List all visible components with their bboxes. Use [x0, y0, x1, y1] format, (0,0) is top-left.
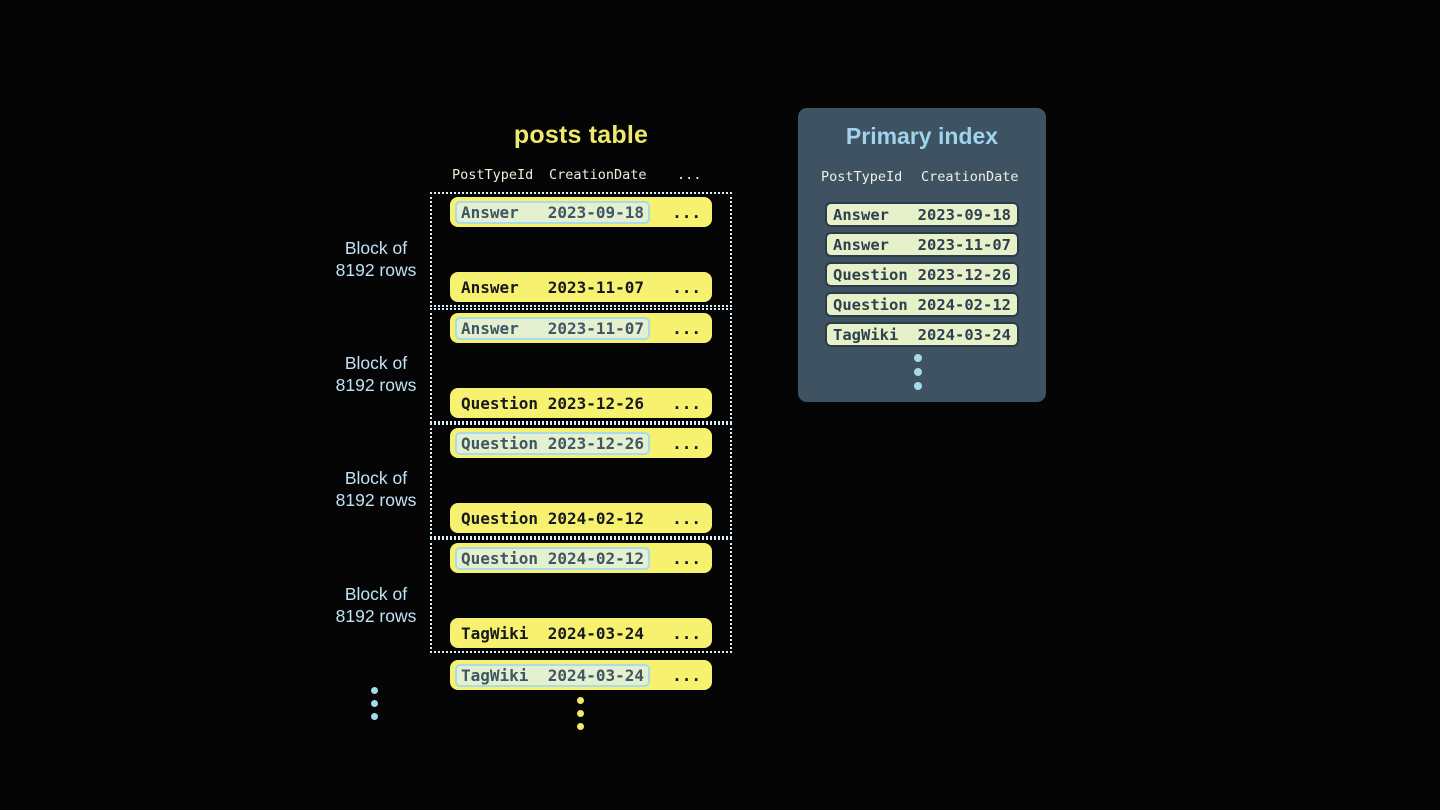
index-row: Answer 2023-11-07: [825, 232, 1019, 257]
table-row: Question 2023-12-26 ...: [450, 428, 712, 458]
cell-creationdate: 2023-11-07: [547, 318, 645, 338]
column-header-creationdate: CreationDate: [549, 167, 647, 183]
index-row: Answer 2023-09-18: [825, 202, 1019, 227]
table-row: TagWiki 2024-03-24 ...: [450, 618, 712, 648]
cell-posttypeid: Question: [461, 548, 539, 568]
row-cells: Question 2023-12-26: [455, 392, 650, 415]
cell-creationdate: 2024-02-12: [547, 508, 645, 528]
posts-table-title: posts table: [513, 121, 649, 149]
posts-table-column-headers: PostTypeId CreationDate ...: [430, 167, 732, 185]
column-header-creationdate: CreationDate: [921, 169, 1019, 185]
table-row: Question 2023-12-26 ...: [450, 388, 712, 418]
block-size-label: Block of 8192 rows: [335, 353, 417, 395]
row-cells: Question 2024-02-12: [455, 507, 650, 530]
cell-ellipsis: ...: [672, 318, 701, 338]
cell-ellipsis: ...: [672, 202, 701, 222]
cell-posttypeid: Question: [833, 265, 908, 284]
vertical-ellipsis-icon: [578, 580, 585, 613]
cell-posttypeid: Answer: [461, 318, 519, 338]
vertical-ellipsis-icon: [914, 354, 922, 390]
block-size-label: Block of 8192 rows: [335, 238, 417, 280]
cell-creationdate: 2023-12-26: [917, 265, 1011, 284]
cell-posttypeid: TagWiki: [461, 623, 529, 643]
primary-index-column-headers: PostTypeId CreationDate: [798, 169, 1046, 187]
cell-posttypeid: Answer: [461, 202, 519, 222]
cell-posttypeid: Answer: [833, 205, 889, 224]
indexed-cells: Answer 2023-09-18: [455, 200, 651, 224]
cell-creationdate: 2024-03-24: [547, 665, 645, 685]
cell-posttypeid: Question: [461, 433, 539, 453]
cell-creationdate: 2023-09-18: [917, 205, 1011, 224]
column-header-posttypeid: PostTypeId: [452, 167, 534, 183]
index-row: Question 2023-12-26: [825, 262, 1019, 287]
cell-posttypeid: Question: [833, 295, 908, 314]
block-size-label: Block of 8192 rows: [335, 584, 417, 626]
row-block-1: Answer 2023-09-18 ... Answer 2023-11-07 ..…: [430, 192, 732, 307]
vertical-ellipsis-icon: [578, 234, 585, 267]
table-row: TagWiki 2024-03-24 ...: [450, 660, 712, 690]
column-header-posttypeid: PostTypeId: [821, 169, 903, 185]
row-block-4: Question 2024-02-12 ... TagWiki 2024-03-24…: [430, 538, 732, 653]
cell-ellipsis: ...: [672, 393, 701, 413]
table-row: Answer 2023-11-07 ...: [450, 313, 712, 343]
vertical-ellipsis-icon: [577, 697, 584, 730]
row-block-2: Answer 2023-11-07 ... Question 2023-12-26 …: [430, 308, 732, 423]
vertical-ellipsis-icon: [371, 687, 378, 720]
index-row: TagWiki 2024-03-24: [825, 322, 1019, 347]
row-cells: Answer 2023-11-07: [455, 276, 650, 299]
cell-posttypeid: Answer: [833, 235, 889, 254]
cell-ellipsis: ...: [672, 508, 701, 528]
vertical-ellipsis-icon: [578, 350, 585, 383]
cell-creationdate: 2024-03-24: [917, 325, 1011, 344]
cell-creationdate: 2024-03-24: [547, 623, 645, 643]
primary-index-panel: Primary index PostTypeId CreationDate An…: [798, 108, 1046, 402]
primary-index-title: Primary index: [845, 123, 999, 149]
cell-ellipsis: ...: [672, 548, 701, 568]
cell-creationdate: 2024-02-12: [547, 548, 645, 568]
cell-posttypeid: Question: [461, 508, 539, 528]
cell-ellipsis: ...: [672, 665, 701, 685]
table-row: Question 2024-02-12 ...: [450, 543, 712, 573]
row-block-3: Question 2023-12-26 ... Question 2024-02-1…: [430, 423, 732, 538]
cell-ellipsis: ...: [672, 277, 701, 297]
table-row: Answer 2023-11-07 ...: [450, 272, 712, 302]
cell-creationdate: 2023-11-07: [917, 235, 1011, 254]
cell-creationdate: 2023-09-18: [547, 202, 645, 222]
index-row: Question 2024-02-12: [825, 292, 1019, 317]
table-row: Question 2024-02-12 ...: [450, 503, 712, 533]
cell-posttypeid: Answer: [461, 277, 519, 297]
indexed-cells: Answer 2023-11-07: [455, 316, 651, 340]
column-header-ellipsis: ...: [677, 167, 702, 183]
indexed-cells: TagWiki 2024-03-24: [455, 663, 651, 687]
cell-creationdate: 2024-02-12: [917, 295, 1011, 314]
vertical-ellipsis-icon: [578, 465, 585, 498]
cell-creationdate: 2023-12-26: [547, 433, 645, 453]
cell-posttypeid: TagWiki: [461, 665, 529, 685]
indexed-cells: Question 2024-02-12: [455, 546, 651, 570]
indexed-cells: Question 2023-12-26: [455, 431, 651, 455]
cell-ellipsis: ...: [672, 623, 701, 643]
cell-creationdate: 2023-11-07: [547, 277, 645, 297]
row-cells: TagWiki 2024-03-24: [455, 622, 650, 645]
table-row: Answer 2023-09-18 ...: [450, 197, 712, 227]
cell-posttypeid: TagWiki: [833, 325, 899, 344]
block-size-label: Block of 8192 rows: [335, 468, 417, 510]
cell-posttypeid: Question: [461, 393, 539, 413]
cell-ellipsis: ...: [672, 433, 701, 453]
cell-creationdate: 2023-12-26: [547, 393, 645, 413]
